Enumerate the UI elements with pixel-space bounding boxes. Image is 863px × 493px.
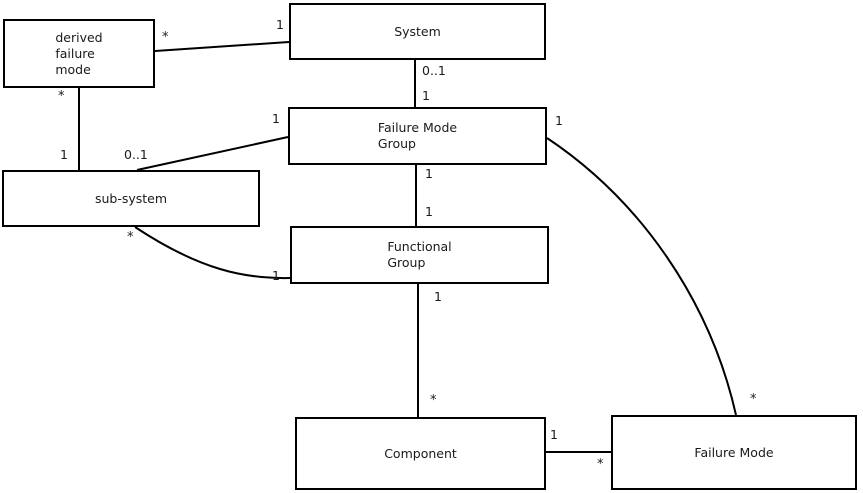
edge-derived-failure-mode-system xyxy=(154,41,290,52)
class-box-sub-system[interactable]: sub-system xyxy=(2,170,260,227)
class-box-failure-mode-group[interactable]: Failure Mode Group xyxy=(288,107,547,165)
multiplicity-label-fmg-to-failuremode-one: 1 xyxy=(555,113,563,128)
multiplicity-label-fg-to-subsystem-one: 1 xyxy=(272,268,280,283)
multiplicity-label-subsystem-to-fg-star: * xyxy=(127,230,134,245)
class-name-component: Component xyxy=(384,445,457,461)
class-box-derived-failure-mode[interactable]: derived failure mode xyxy=(3,19,155,88)
multiplicity-label-fg-to-component-one: 1 xyxy=(434,289,442,304)
multiplicity-label-failuremode-to-fmg-star: * xyxy=(750,392,757,407)
multiplicity-label-system-to-fmg-zero-one: 0..1 xyxy=(422,63,446,78)
multiplicity-label-dfm-to-system-star: * xyxy=(162,30,169,45)
class-name-sub-system: sub-system xyxy=(94,190,168,206)
multiplicity-label-component-to-fg-star: * xyxy=(430,393,437,408)
multiplicity-label-subsystem-to-dfm-one: 1 xyxy=(60,147,68,162)
class-name-failure-mode: Failure Mode xyxy=(694,444,774,460)
edge-sub-system-functional-group xyxy=(134,226,291,280)
class-box-system[interactable]: System xyxy=(289,3,546,60)
multiplicity-label-dfm-to-subsystem-star: * xyxy=(58,89,65,104)
class-name-functional-group: Functional Group xyxy=(387,239,452,270)
multiplicity-label-fmg-to-subsystem-one: 1 xyxy=(272,111,280,126)
multiplicity-label-component-to-failuremode-one: 1 xyxy=(550,427,558,442)
edge-failure-mode-group-sub-system xyxy=(136,136,289,171)
multiplicity-label-subsystem-to-fmg-zero-one: 0..1 xyxy=(124,147,148,162)
multiplicity-label-fmg-to-system-one: 1 xyxy=(422,88,430,103)
class-name-failure-mode-group: Failure Mode Group xyxy=(377,120,458,151)
class-name-system: System xyxy=(394,23,441,39)
multiplicity-label-fmg-to-fg-one: 1 xyxy=(425,166,433,181)
class-box-functional-group[interactable]: Functional Group xyxy=(290,226,549,284)
class-box-failure-mode[interactable]: Failure Mode xyxy=(611,415,857,490)
class-name-derived-failure-mode: derived failure mode xyxy=(55,29,103,77)
multiplicity-label-failuremode-to-component-star: * xyxy=(597,457,604,472)
multiplicity-label-system-to-dfm-one: 1 xyxy=(276,17,284,32)
multiplicity-label-fg-to-fmg-one: 1 xyxy=(425,204,433,219)
edge-failure-mode-group-failure-mode xyxy=(546,137,737,416)
class-box-component[interactable]: Component xyxy=(295,417,546,490)
